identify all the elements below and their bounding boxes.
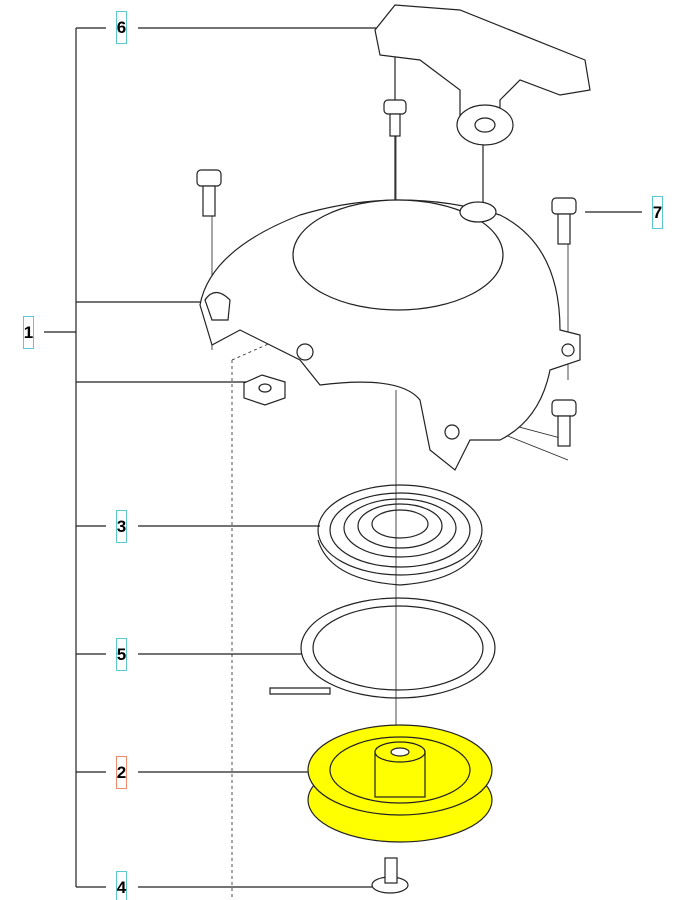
center-screw-part: [371, 857, 409, 894]
callout-3[interactable]: 3: [116, 510, 127, 543]
callout-2[interactable]: 2: [116, 756, 127, 789]
callout-leaders: [44, 27, 642, 888]
recoil-spring-part: [317, 484, 483, 586]
callout-5[interactable]: 5: [116, 638, 127, 671]
callout-7[interactable]: 7: [652, 196, 663, 229]
callout-1[interactable]: 1: [23, 316, 34, 349]
ring-part: [269, 597, 496, 699]
callout-4[interactable]: 4: [116, 871, 127, 900]
callout-6[interactable]: 6: [116, 11, 127, 44]
starter-handle-part: [374, 4, 591, 205]
square-nut: [243, 374, 286, 406]
starter-housing-part: [199, 199, 581, 471]
guide-line: [231, 329, 301, 900]
bolts: [196, 99, 577, 447]
pulley-part: [307, 724, 493, 843]
